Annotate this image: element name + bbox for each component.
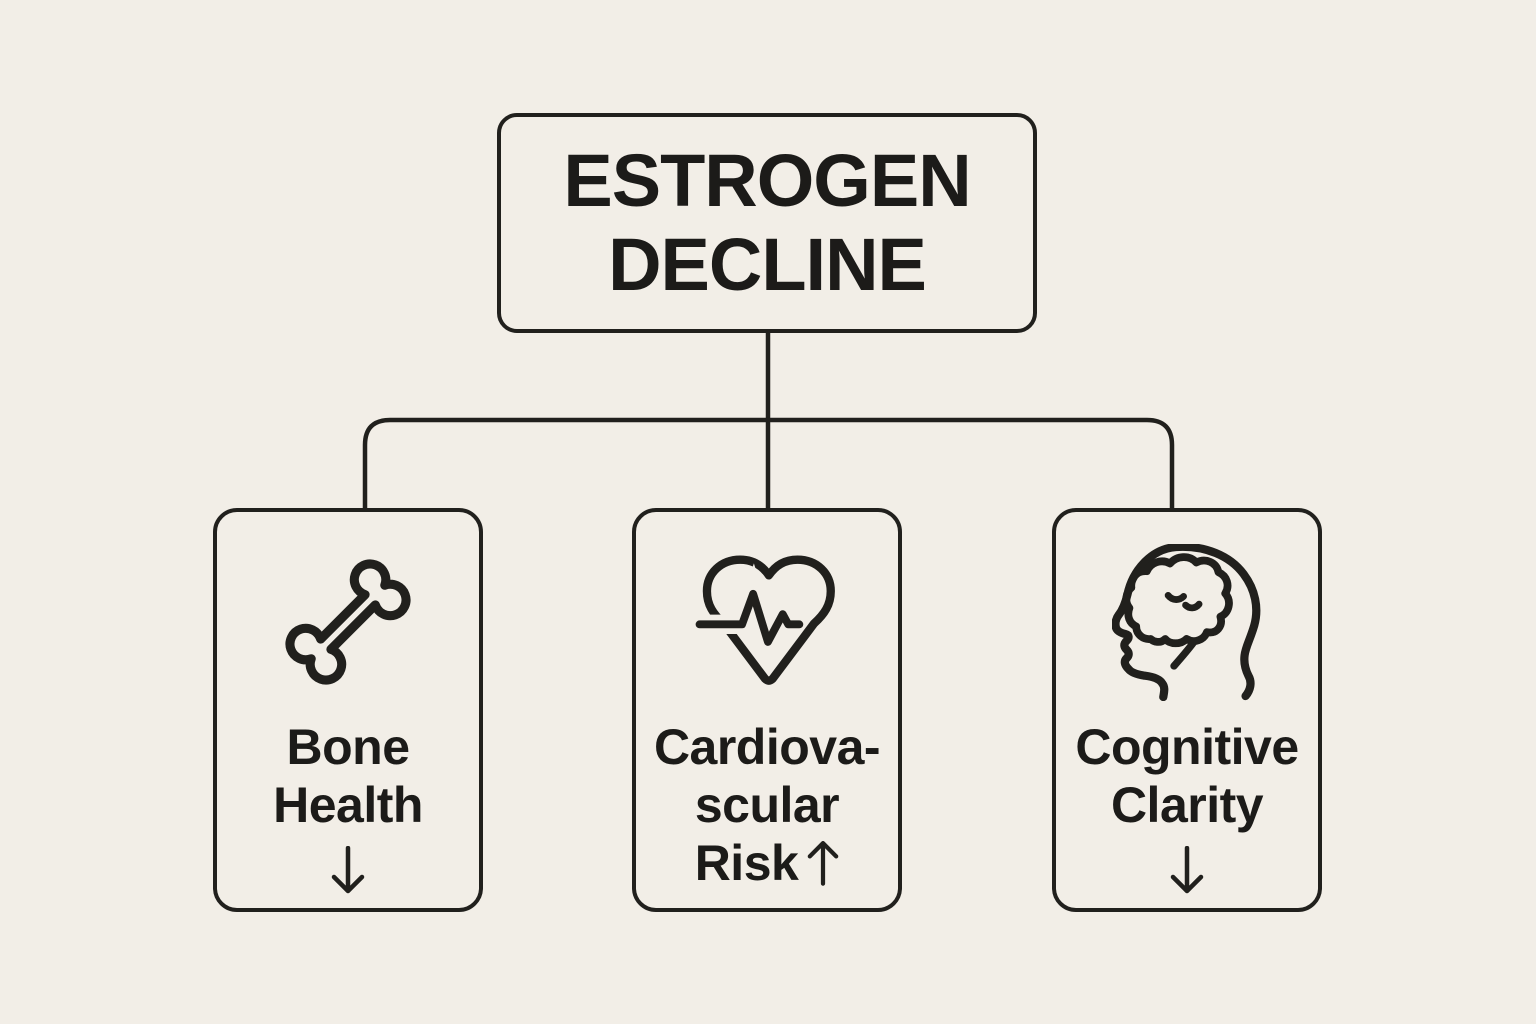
bone-label-line-1: Bone: [286, 719, 411, 775]
bone-label-line-2: Health: [273, 777, 423, 833]
pulse-line: [695, 589, 804, 646]
heart-pulse-icon: [695, 555, 835, 685]
brain-fold-detail-2: [1182, 600, 1203, 611]
cognitive-label-line-1: Cognitive: [1075, 719, 1299, 775]
heart-outline: [702, 555, 835, 685]
root-node-box: ESTROGEN DECLINE: [497, 113, 1037, 333]
risk-text: Risk: [694, 835, 799, 891]
cognitive-label-line-2: Clarity: [1110, 777, 1264, 833]
root-label-line-1: ESTROGEN: [563, 139, 971, 222]
heart-icon-slot: [636, 542, 898, 702]
cardiovascular-risk-label: Cardiova- scular Risk: [636, 718, 898, 892]
connector-bus-right: [768, 417, 1175, 510]
down-arrow-icon: [1170, 846, 1204, 894]
cognitive-clarity-label: Cognitive Clarity: [1056, 718, 1318, 896]
child-node-box-bone-health: Bone Health: [213, 508, 483, 912]
connector-bus-left: [362, 417, 768, 510]
up-arrow-icon: [808, 841, 839, 886]
root-label-line-2: DECLINE: [608, 223, 927, 306]
cardio-label-line-2: scular: [694, 777, 840, 833]
brain-outline: [1122, 552, 1233, 647]
child-node-box-cardiovascular-risk: Cardiova- scular Risk: [632, 508, 902, 912]
head-profile-outline: [1112, 543, 1261, 701]
head-icon-slot: [1056, 542, 1318, 702]
child-node-box-cognitive-clarity: Cognitive Clarity: [1052, 508, 1322, 912]
cardio-label-line-1: Cardiova-: [653, 719, 881, 775]
down-arrow-icon: [331, 846, 365, 894]
cardio-label-line-3: Risk: [636, 834, 898, 892]
root-node-label: ESTROGEN DECLINE: [563, 139, 971, 307]
brain-fold-detail-1: [1164, 591, 1187, 603]
brain-stem-line: [1170, 638, 1197, 670]
bone-icon: [285, 559, 411, 685]
bone-health-label: Bone Health: [217, 718, 479, 896]
bone-icon-slot: [217, 542, 479, 702]
head-brain-icon: [1112, 543, 1261, 701]
